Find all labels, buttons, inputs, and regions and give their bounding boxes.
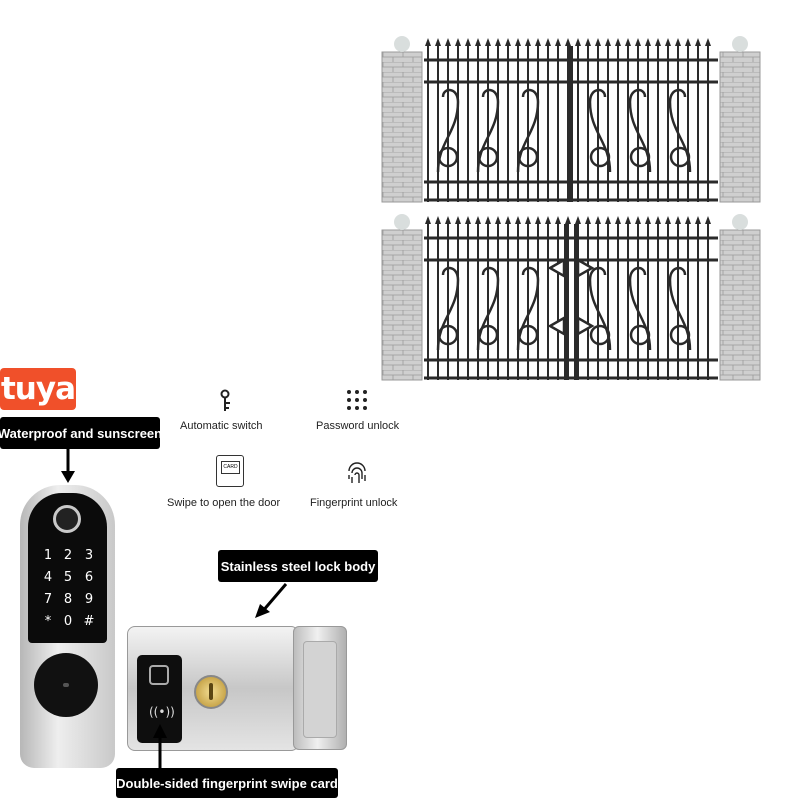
key-cylinder <box>194 675 228 709</box>
smart-lock-keypad-device: 1 2 3 4 5 6 7 8 9 * 0 # <box>20 485 115 768</box>
feature-automatic-switch: Automatic switch <box>180 420 263 432</box>
callout-waterproof-label: Waterproof and sunscreen <box>0 425 163 441</box>
strike-plate <box>293 626 347 750</box>
knob-slot <box>63 683 69 687</box>
arrow-up-icon <box>153 724 167 768</box>
lock-knob <box>34 653 98 717</box>
tuya-logo: tuya <box>0 368 76 410</box>
keypad-panel: 1 2 3 4 5 6 7 8 9 * 0 # <box>28 493 107 643</box>
lock-fingerprint-sensor <box>149 665 169 685</box>
callout-lock-body: Stainless steel lock body <box>218 550 378 582</box>
keypad-key-star[interactable]: * <box>44 614 52 629</box>
keypad-key-3[interactable]: 3 <box>84 548 94 563</box>
feature-swipe-card: Swipe to open the door <box>167 497 281 509</box>
fingerprint-icon <box>345 461 369 487</box>
callout-lock-body-label: Stainless steel lock body <box>220 558 376 574</box>
keypad-key-2[interactable]: 2 <box>63 548 73 563</box>
fingerprint-sensor <box>53 505 81 533</box>
keypad-key-4[interactable]: 4 <box>43 570 53 585</box>
feature-password-unlock: Password unlock <box>316 420 400 432</box>
feature-fingerprint-unlock: Fingerprint unlock <box>310 497 398 509</box>
card-icon-inner: CARD <box>221 461 240 474</box>
nfc-icon: ((•)) <box>149 705 175 719</box>
keypad-key-6[interactable]: 6 <box>84 570 94 585</box>
key-icon <box>219 389 237 413</box>
arrow-diagonal-icon <box>255 583 288 618</box>
logo-text: tuya <box>0 371 76 407</box>
strike-plate-inner <box>303 641 337 738</box>
arrow-down-icon <box>61 449 75 483</box>
keypad-dots-icon <box>345 388 371 414</box>
keypad-key-0[interactable]: 0 <box>63 614 73 629</box>
callout-double-sided-label: Double-sided fingerprint swipe card <box>116 775 338 791</box>
card-icon-label: CARD <box>223 464 238 470</box>
gate-closed-illustration <box>381 36 761 204</box>
keypad-key-7[interactable]: 7 <box>43 592 53 607</box>
keypad-key-1[interactable]: 1 <box>43 548 53 563</box>
keypad-key-5[interactable]: 5 <box>63 570 73 585</box>
keypad-key-9[interactable]: 9 <box>84 592 94 607</box>
card-icon: CARD <box>216 455 244 487</box>
keyhole <box>209 683 213 700</box>
stainless-lock-body: ((•)) <box>127 626 299 751</box>
callout-waterproof: Waterproof and sunscreen <box>0 417 163 449</box>
keypad-key-8[interactable]: 8 <box>63 592 73 607</box>
callout-double-sided: Double-sided fingerprint swipe card <box>116 768 338 798</box>
gate-open-illustration <box>381 214 761 382</box>
keypad-key-hash[interactable]: # <box>83 614 95 629</box>
